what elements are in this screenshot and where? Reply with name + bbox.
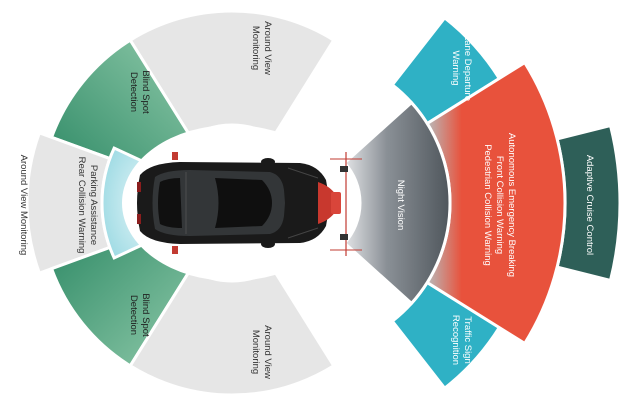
car-body — [137, 152, 348, 254]
blind-spot-rear-label-line: Blind Spot — [140, 293, 151, 337]
sensor-sectors — [25, 9, 622, 397]
autonomous-emergency-braking-label-line: Autonomous Emergency Breaking — [506, 133, 517, 277]
night-vision-sector — [342, 100, 452, 306]
around-view-rear-label-line: Monitoring — [250, 330, 261, 374]
around-view-rear-left-label-line: Around View Monitoring — [18, 155, 29, 256]
blind-spot-rear-label-line: Detection — [128, 295, 139, 335]
parking-assistance-label: Parking AssistanceRear Collision Warning — [76, 157, 99, 254]
adaptive-cruise-control-label-line: Adaptive Cruise Control — [584, 155, 595, 255]
parking-assistance-label-line: Rear Collision Warning — [76, 157, 87, 254]
car-illustration — [122, 125, 362, 281]
night-vision-label: Night Vision — [395, 180, 406, 231]
autonomous-emergency-braking-label-line: Pedestrian Collision Warning — [482, 144, 493, 266]
adaptive-cruise-control-label: Adaptive Cruise Control — [584, 155, 595, 255]
autonomous-emergency-braking-label: Autonomous Emergency BreakingFront Colli… — [482, 133, 517, 277]
traffic-sign-recognition-label-line: Traffic Sign — [462, 316, 473, 364]
around-view-rear-label: Around ViewMonitoring — [250, 325, 273, 379]
around-view-front-label: Around ViewMonitoring — [250, 21, 273, 75]
blind-spot-front-label-line: Blind Spot — [140, 70, 151, 114]
lane-departure-label-line: Lane Departure — [462, 35, 473, 101]
traffic-sign-recognition-label: Traffic SignRecognition — [450, 315, 473, 365]
traffic-sign-recognition-label-line: Recognition — [450, 315, 461, 365]
blind-spot-rear-label: Blind SpotDetection — [128, 293, 151, 337]
autonomous-emergency-braking-label-line: Front Collision Warning — [494, 156, 505, 254]
lane-departure-label-line: Warning — [450, 50, 461, 85]
night-vision-label-line: Night Vision — [395, 180, 406, 231]
around-view-front-label-line: Monitoring — [250, 26, 261, 70]
blind-spot-front-label: Blind SpotDetection — [128, 70, 151, 114]
blind-spot-front-label-line: Detection — [128, 72, 139, 112]
parking-assistance-label-line: Parking Assistance — [88, 165, 99, 245]
lane-departure-label: Lane DepartureWarning — [450, 35, 473, 101]
around-view-front-label-line: Around View — [262, 21, 273, 75]
around-view-rear-left-label: Around View Monitoring — [18, 155, 29, 256]
around-view-rear-label-line: Around View — [262, 325, 273, 379]
